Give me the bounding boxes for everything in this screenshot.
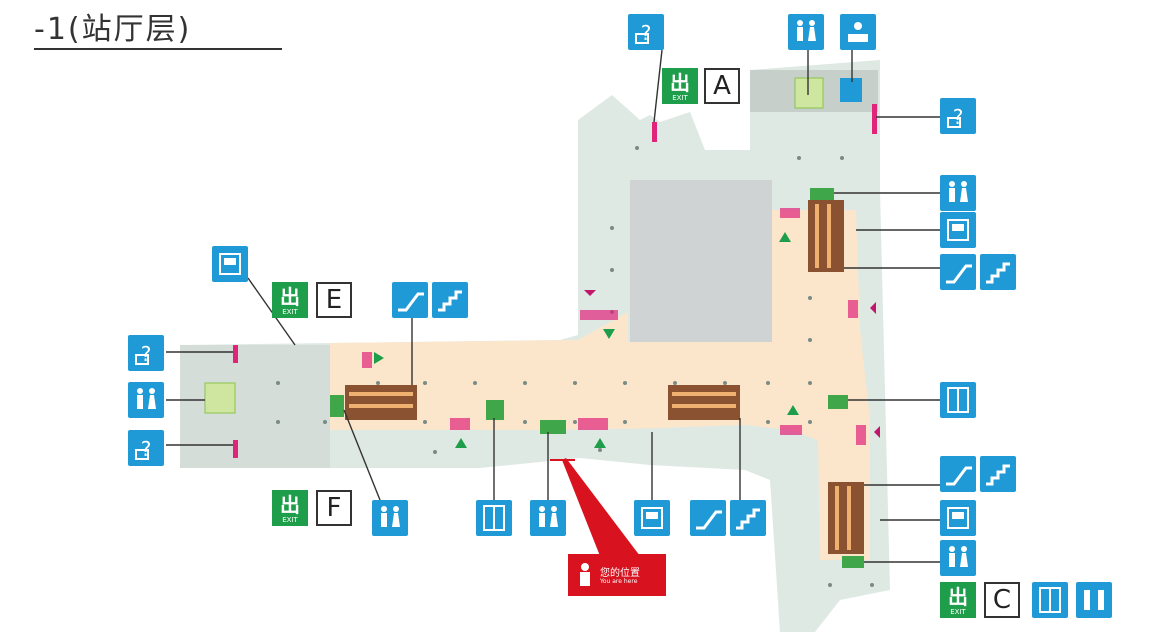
you-are-here-pointer xyxy=(550,458,640,556)
escalators xyxy=(345,200,864,554)
escalator-icon xyxy=(940,254,976,290)
info-icon: ? xyxy=(128,430,164,466)
ticket-machine-icon xyxy=(212,246,248,282)
info-icon: ? xyxy=(128,335,164,371)
stairs-icon xyxy=(432,282,468,318)
restroom-icon xyxy=(940,540,976,576)
gate-icon xyxy=(1076,582,1112,618)
you-are-here-label: 您的位置 You are here xyxy=(568,554,666,596)
elevator-icon xyxy=(476,500,512,536)
stairs-icon xyxy=(980,254,1016,290)
stairs-icon xyxy=(980,456,1016,492)
elevator-icon xyxy=(940,382,976,418)
info-icon: ? xyxy=(628,14,664,50)
escalator-icon xyxy=(940,456,976,492)
restroom-icon xyxy=(128,382,164,418)
exit-letter-a: A xyxy=(704,68,740,104)
fare-gates xyxy=(233,104,877,458)
exit-letter-f: F xyxy=(316,490,352,526)
entry-arrows xyxy=(584,290,880,438)
leader-lines xyxy=(166,48,940,563)
restroom-icon xyxy=(530,500,566,536)
ticket-machine-icon xyxy=(634,500,670,536)
elevator-icon xyxy=(1032,582,1068,618)
info-icon: ? xyxy=(940,98,976,134)
escalator-icon xyxy=(392,282,428,318)
person-icon xyxy=(580,563,590,586)
columns xyxy=(276,146,874,587)
exit-letter-e: E xyxy=(316,282,352,318)
restroom-icon xyxy=(940,175,976,211)
restroom-icon xyxy=(788,14,824,50)
stairs-icon xyxy=(730,500,766,536)
direction-arrows xyxy=(374,232,799,448)
paid-area-floor xyxy=(330,210,870,560)
floor-title: -1(站厅层) xyxy=(34,4,282,50)
ticket-machine-icon xyxy=(940,212,976,248)
restroom-icon xyxy=(372,500,408,536)
ticket-machine-icon xyxy=(940,500,976,536)
ticket-service-icon xyxy=(840,14,876,50)
escalator-icon xyxy=(690,500,726,536)
exit-letter-c: C xyxy=(984,582,1020,618)
elevators xyxy=(204,77,864,568)
